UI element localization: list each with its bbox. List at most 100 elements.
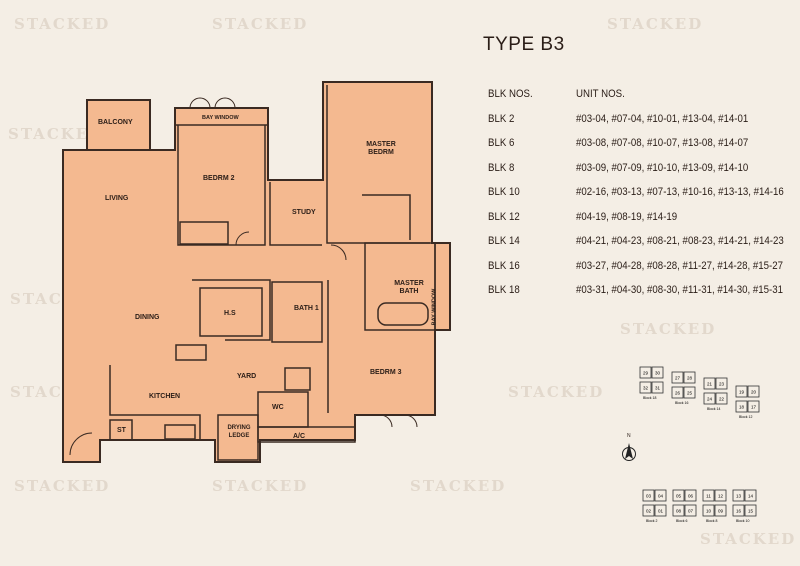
watermark-text: STACKED bbox=[700, 530, 797, 548]
site-unit-number: 24 bbox=[707, 397, 713, 402]
table-row: BLK 10#02-16, #03-13, #07-13, #10-16, #1… bbox=[488, 186, 784, 211]
site-unit-number: 08 bbox=[676, 509, 682, 514]
blk-cell: BLK 10 bbox=[488, 186, 520, 198]
site-unit bbox=[684, 504, 697, 517]
watermark-text: STACKED bbox=[14, 15, 111, 33]
room-label-bath1: BATH 1 bbox=[294, 305, 319, 312]
units-cell: #04-21, #04-23, #08-21, #08-23, #14-21, … bbox=[576, 235, 784, 247]
site-block-label: Block 14 bbox=[707, 407, 720, 411]
table-header: BLK NOS. UNIT NOS. bbox=[488, 88, 784, 113]
site-unit-number: 15 bbox=[748, 509, 754, 514]
table-row: BLK 16#03-27, #04-28, #08-28, #11-27, #1… bbox=[488, 260, 784, 285]
bath1 bbox=[271, 281, 323, 343]
site-unit-number: 31 bbox=[655, 386, 661, 391]
room-label-bedrm2: BEDRM 2 bbox=[203, 175, 235, 182]
site-unit bbox=[654, 504, 667, 517]
site-block-label: Block 8 bbox=[706, 519, 718, 523]
master-wardrobe bbox=[362, 194, 411, 240]
room-label-wc: WC bbox=[272, 404, 284, 411]
watermark-text: STACKED bbox=[620, 320, 717, 338]
site-unit bbox=[715, 377, 728, 390]
room-label-kitchen: KITCHEN bbox=[149, 393, 181, 400]
site-unit-number: 18 bbox=[739, 405, 745, 410]
site-unit-number: 10 bbox=[706, 509, 712, 514]
site-unit-number: 21 bbox=[707, 382, 713, 387]
room-label-master-bedrm: MASTER BEDRM bbox=[366, 141, 396, 156]
table-row: BLK 8#03-09, #07-09, #10-10, #13-09, #14… bbox=[488, 162, 784, 187]
units-cell: #03-31, #04-30, #08-30, #11-31, #14-30, … bbox=[576, 284, 784, 296]
room-label-yard: YARD bbox=[237, 373, 257, 380]
site-unit bbox=[654, 489, 667, 502]
site-block-label: Block 2 bbox=[646, 519, 658, 523]
bedrm2-wardrobe bbox=[179, 221, 229, 245]
site-unit-number: 22 bbox=[719, 397, 725, 402]
site-unit bbox=[702, 504, 715, 517]
room-label-master-bath: MASTER BATH bbox=[394, 280, 424, 295]
table-row: BLK 14#04-21, #04-23, #08-21, #08-23, #1… bbox=[488, 235, 784, 260]
table-row: BLK 18#03-31, #04-30, #08-30, #11-31, #1… bbox=[488, 284, 784, 309]
site-block-label: Block 16 bbox=[675, 401, 688, 405]
watermark-text: STACKED bbox=[607, 15, 704, 33]
header-units: UNIT NOS. bbox=[576, 88, 625, 100]
site-block-label: Block 18 bbox=[643, 396, 656, 400]
watermark-text: STACKED bbox=[8, 125, 105, 143]
room-label-dining: DINING bbox=[135, 314, 160, 321]
site-unit bbox=[671, 371, 684, 384]
bedrm2-wall bbox=[177, 125, 266, 246]
site-unit-number: 07 bbox=[688, 509, 694, 514]
room-label-study: STUDY bbox=[292, 209, 316, 216]
site-unit-number: 09 bbox=[718, 509, 724, 514]
site-unit-number: 28 bbox=[687, 376, 693, 381]
site-unit bbox=[715, 392, 728, 405]
bay-window-doors bbox=[189, 97, 236, 109]
hs-room bbox=[199, 287, 263, 337]
site-unit-number: 17 bbox=[751, 405, 757, 410]
site-unit bbox=[714, 489, 727, 502]
site-unit bbox=[714, 504, 727, 517]
site-unit bbox=[639, 381, 652, 394]
kitchen-hob bbox=[164, 424, 196, 440]
watermark-text: STACKED bbox=[212, 15, 309, 33]
site-unit-number: 12 bbox=[718, 494, 724, 499]
site-block-label: Block 10 bbox=[736, 519, 749, 523]
north-label: N bbox=[627, 433, 631, 439]
site-unit bbox=[735, 400, 748, 413]
blk-cell: BLK 12 bbox=[488, 210, 520, 223]
site-unit bbox=[672, 504, 685, 517]
units-cell: #03-27, #04-28, #08-28, #11-27, #14-28, … bbox=[576, 259, 784, 272]
site-unit bbox=[703, 377, 716, 390]
blk-cell: BLK 6 bbox=[488, 137, 515, 149]
site-unit bbox=[732, 489, 745, 502]
site-unit bbox=[642, 504, 655, 517]
site-unit bbox=[683, 386, 696, 399]
watermark-text: STACKED bbox=[212, 477, 309, 495]
site-unit-number: 01 bbox=[658, 509, 664, 514]
site-unit bbox=[651, 381, 664, 394]
site-unit bbox=[702, 489, 715, 502]
st-store bbox=[109, 419, 133, 441]
site-unit bbox=[642, 489, 655, 502]
site-unit-number: 06 bbox=[688, 494, 694, 499]
site-unit-number: 32 bbox=[643, 386, 649, 391]
room-label-living: LIVING bbox=[105, 195, 129, 202]
site-unit-number: 05 bbox=[676, 494, 682, 499]
blk-cell: BLK 2 bbox=[488, 112, 515, 125]
site-unit bbox=[735, 385, 748, 398]
site-unit bbox=[639, 366, 652, 379]
site-unit-number: 19 bbox=[739, 390, 745, 395]
room-label-drying-ledge: DRYING LEDGE bbox=[227, 425, 251, 439]
north-arrow-icon bbox=[622, 443, 636, 461]
units-cell: #03-04, #07-04, #10-01, #13-04, #14-01 bbox=[576, 112, 749, 125]
unit-table: BLK NOS. UNIT NOS. BLK 2 #03-04, #07-04, … bbox=[488, 88, 784, 309]
page-title: TYPE B3 bbox=[483, 34, 565, 55]
room-label-balcony: BALCONY bbox=[98, 119, 133, 126]
